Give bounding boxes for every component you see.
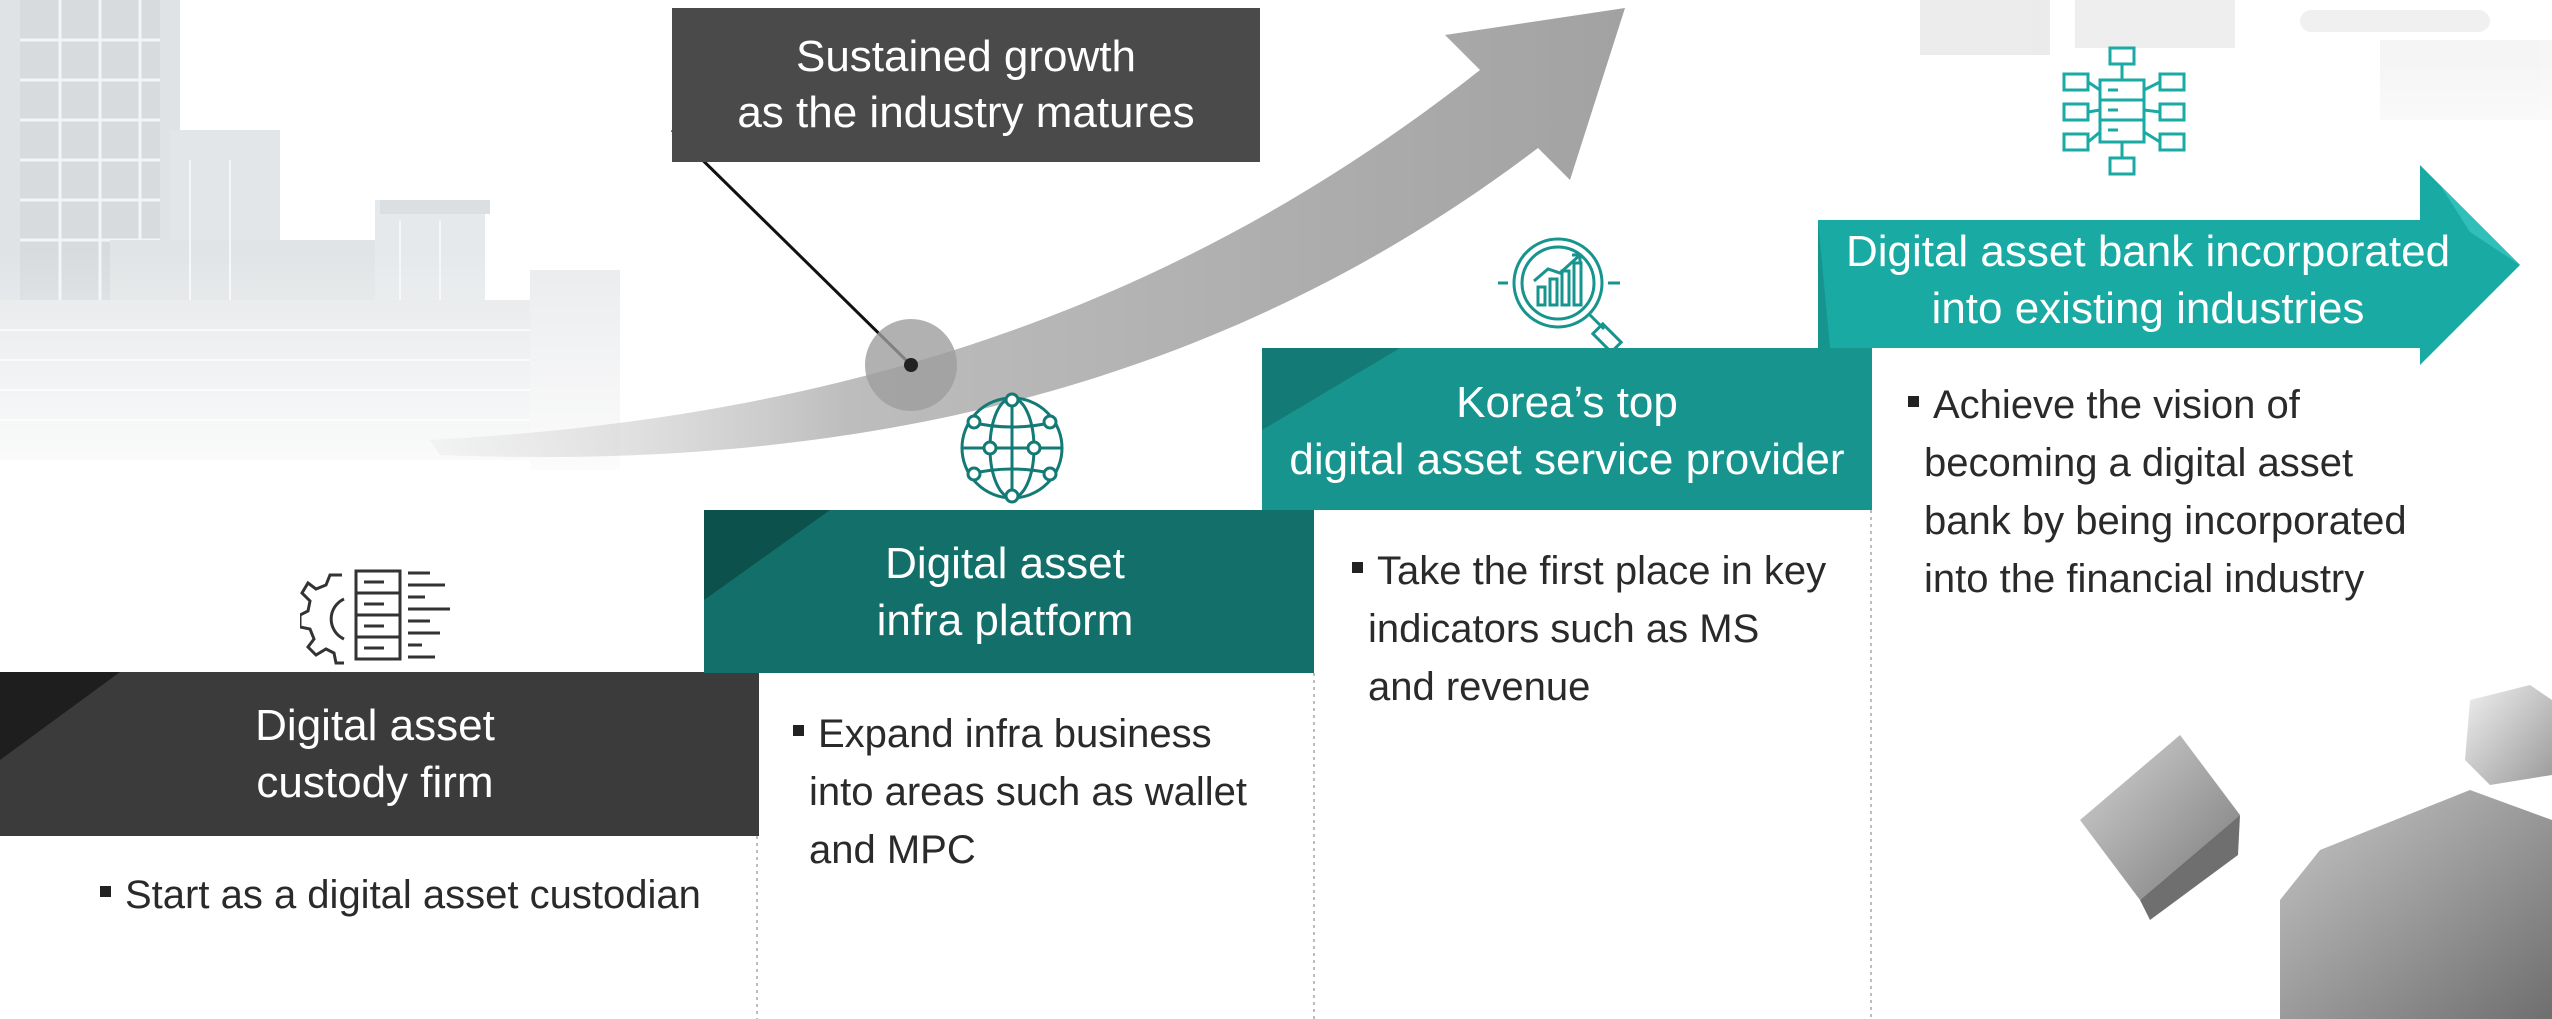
bullet-icon	[793, 724, 804, 736]
growth-callout: Sustained growth as the industry matures	[672, 8, 1260, 162]
growth-arrow	[430, 8, 1625, 458]
stage2-desc-line-3: and MPC	[809, 828, 976, 872]
globe-network-icon	[960, 392, 1064, 504]
stage3-title: Korea’s top digital asset service provid…	[1262, 352, 1872, 510]
stage3-desc-line-3: and revenue	[1368, 665, 1591, 709]
server-gear-icon	[300, 569, 450, 665]
stage4-desc-line-1: Achieve the vision of	[1933, 383, 2300, 427]
cube-decoration	[2080, 685, 2552, 1019]
stage3-desc-line-1: Take the first place in key	[1377, 549, 1827, 593]
stage4-desc-line-3: bank by being incorporated	[1924, 499, 2407, 543]
bullet-icon	[100, 885, 111, 897]
stage4-title-line-2: into existing industries	[1931, 284, 2365, 333]
stage2-title-line-2: infra platform	[876, 595, 1134, 645]
stage4-title-line-1: Digital asset bank incorporated	[1845, 227, 2451, 276]
stage4-description: Achieve the vision of becoming a digital…	[1908, 376, 2407, 608]
stage3-desc-line-2: indicators such as MS	[1368, 607, 1760, 651]
callout-line-1: Sustained growth	[795, 32, 1136, 81]
magnifier-chart-icon	[1498, 237, 1624, 353]
stage4-banner	[1818, 165, 2520, 365]
bullet-icon	[1908, 395, 1919, 407]
server-network-icon	[2062, 46, 2186, 176]
stage2-title-line-1: Digital asset	[885, 538, 1125, 588]
stage2-desc-line-1: Expand infra business	[818, 712, 1212, 756]
callout-line-2: as the industry matures	[737, 88, 1195, 137]
stage3-title-line-1: Korea’s top	[1456, 378, 1678, 427]
stage4-desc-line-2: becoming a digital asset	[1924, 441, 2354, 485]
stage2-title: Digital asset infra platform	[760, 510, 1250, 673]
stage1-desc-line-1: Start as a digital asset custodian	[125, 873, 701, 917]
stage1-title: Digital asset custody firm	[60, 672, 690, 836]
stage1-title-line-2: custody firm	[256, 758, 494, 807]
stage3-title-line-2: digital asset service provider	[1289, 435, 1845, 484]
stage3-banner	[1262, 348, 1872, 510]
stage4-title: Digital asset bank incorporated into exi…	[1818, 205, 2478, 355]
stage1-description: Start as a digital asset custodian	[100, 866, 701, 924]
stage1-banner	[0, 672, 759, 836]
bullet-icon	[1352, 561, 1363, 573]
stage1-title-line-1: Digital asset	[255, 701, 495, 750]
stage2-description: Expand infra business into areas such as…	[793, 705, 1247, 879]
stage4-desc-line-4: into the financial industry	[1924, 557, 2365, 601]
stage3-description: Take the first place in key indicators s…	[1352, 542, 1826, 716]
stage2-desc-line-2: into areas such as wallet	[809, 770, 1248, 814]
stage2-banner	[704, 510, 1314, 673]
